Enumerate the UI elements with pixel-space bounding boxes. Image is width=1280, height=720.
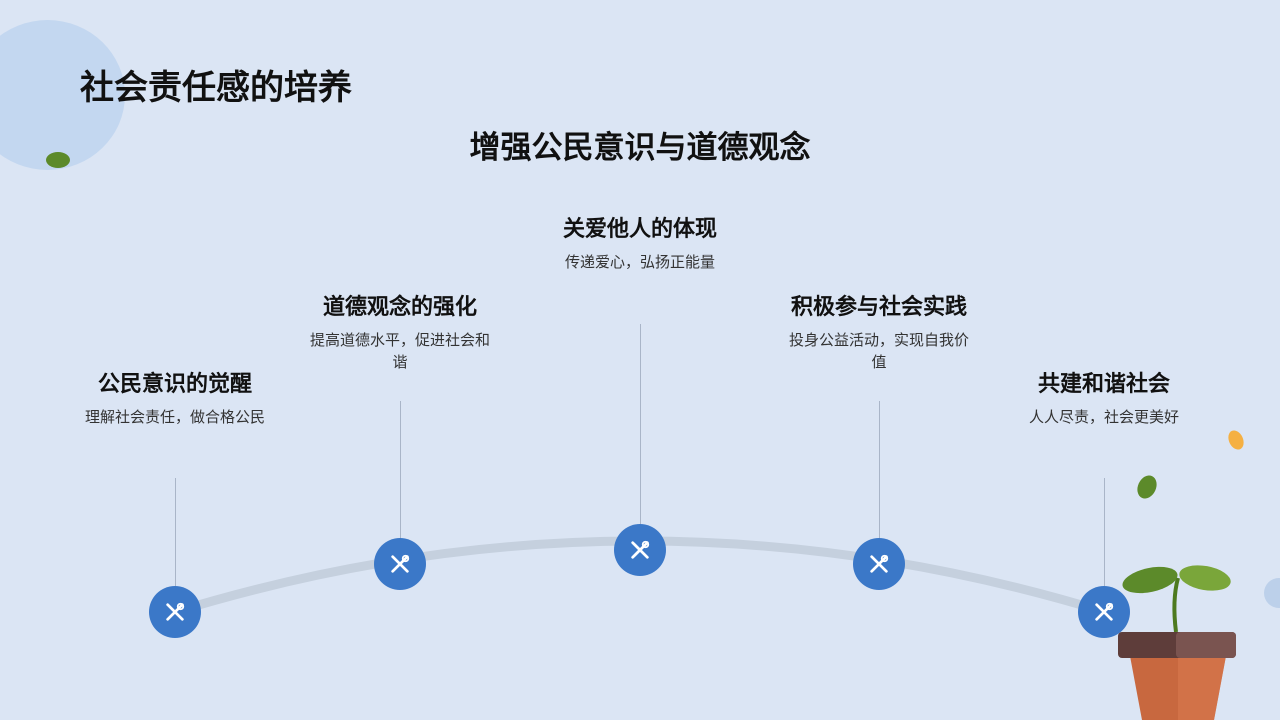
milestone-2: 道德观念的强化 提高道德水平，促进社会和谐 bbox=[290, 293, 510, 373]
milestone-description: 投身公益活动，实现自我价值 bbox=[789, 329, 969, 373]
connector-line bbox=[175, 478, 176, 586]
milestone-3: 关爱他人的体现 传递爱心，弘扬正能量 bbox=[530, 215, 750, 273]
timeline-node-1[interactable] bbox=[149, 586, 201, 638]
timeline-node-2[interactable] bbox=[374, 538, 426, 590]
milestone-title: 公民意识的觉醒 bbox=[65, 370, 285, 400]
timeline-node-3[interactable] bbox=[614, 524, 666, 576]
connector-line bbox=[640, 324, 641, 524]
connector-line bbox=[400, 401, 401, 539]
milestone-4: 积极参与社会实践 投身公益活动，实现自我价值 bbox=[769, 293, 989, 373]
tools-icon bbox=[629, 539, 651, 561]
connector-line bbox=[879, 401, 880, 539]
milestone-title: 道德观念的强化 bbox=[290, 293, 510, 323]
potted-plant-illustration bbox=[1110, 560, 1250, 720]
milestone-title: 关爱他人的体现 bbox=[530, 215, 750, 245]
milestone-5: 共建和谐社会 人人尽责，社会更美好 bbox=[994, 370, 1214, 428]
milestone-description: 传递爱心，弘扬正能量 bbox=[550, 251, 730, 273]
milestone-title: 积极参与社会实践 bbox=[769, 293, 989, 323]
milestone-description: 人人尽责，社会更美好 bbox=[1014, 406, 1194, 428]
milestone-description: 理解社会责任，做合格公民 bbox=[85, 406, 265, 428]
timeline-node-4[interactable] bbox=[853, 538, 905, 590]
tools-icon bbox=[164, 601, 186, 623]
tools-icon bbox=[389, 553, 411, 575]
milestone-1: 公民意识的觉醒 理解社会责任，做合格公民 bbox=[65, 370, 285, 428]
tools-icon bbox=[868, 553, 890, 575]
milestone-title: 共建和谐社会 bbox=[994, 370, 1214, 400]
connector-line bbox=[1104, 478, 1105, 586]
milestone-description: 提高道德水平，促进社会和谐 bbox=[310, 329, 490, 373]
